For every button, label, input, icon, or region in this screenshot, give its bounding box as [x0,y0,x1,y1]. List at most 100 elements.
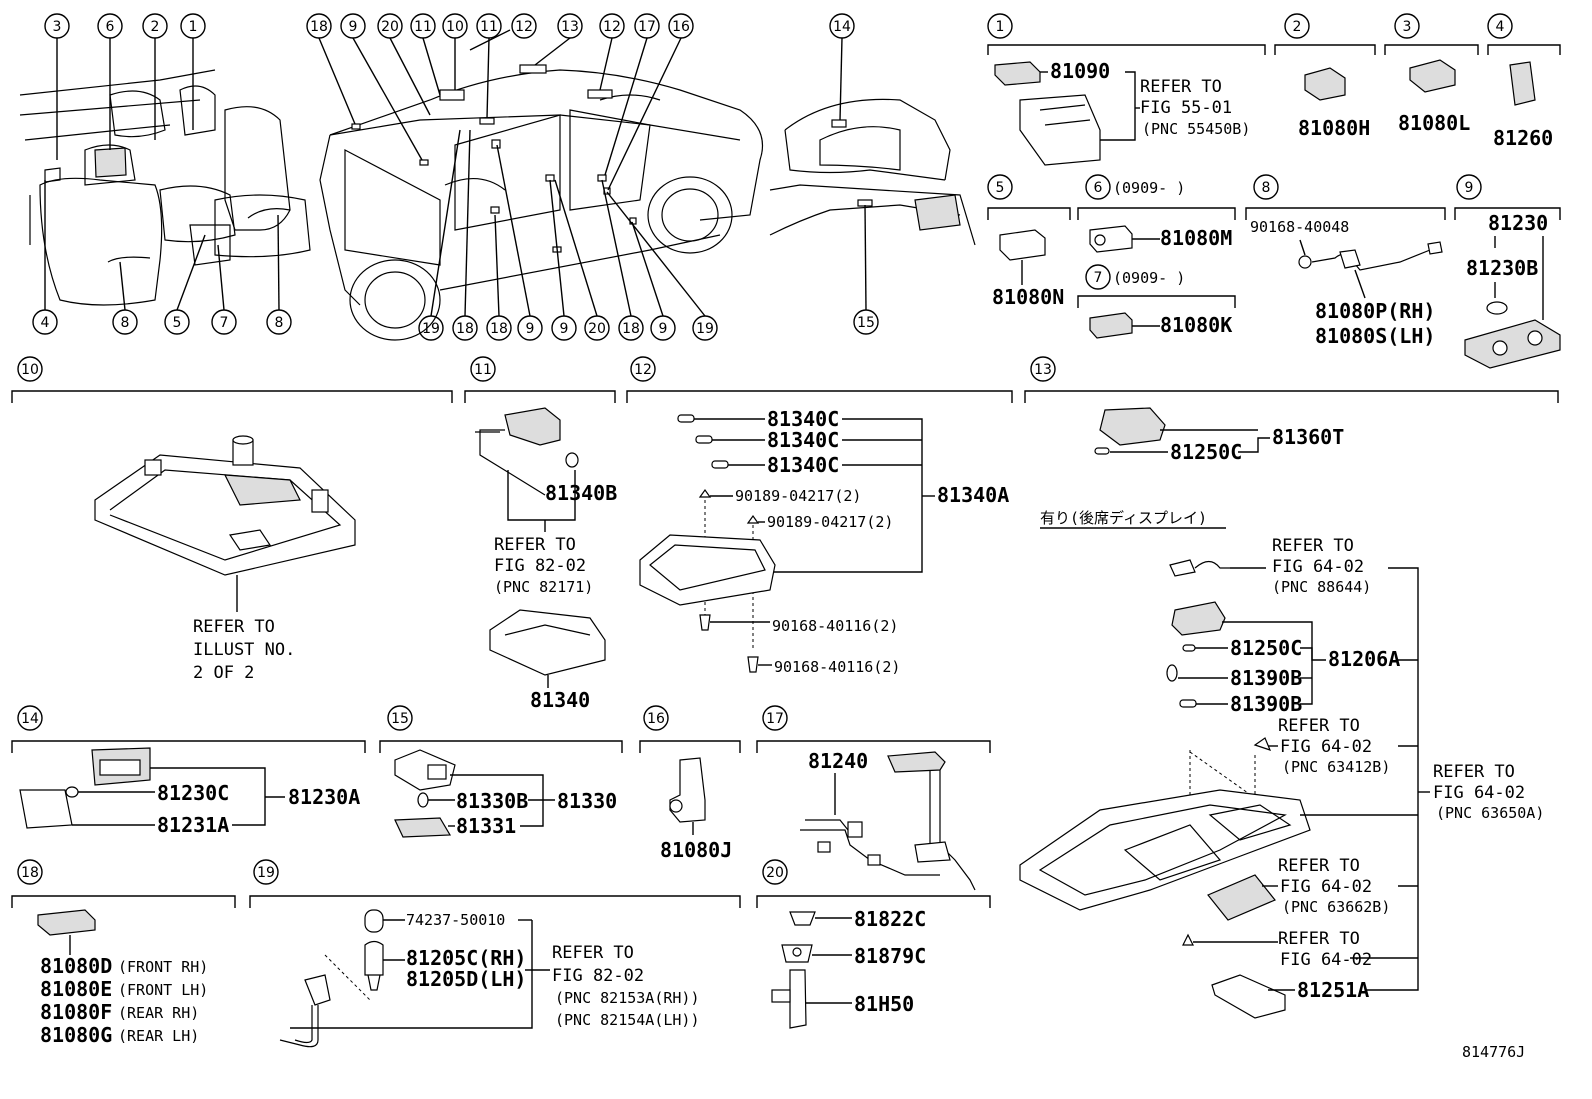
svg-text:(PNC 82154A(LH)): (PNC 82154A(LH)) [555,1011,700,1029]
callout-16: 16 [607,13,694,191]
svg-text:13: 13 [1034,362,1052,378]
callout-b9a: 9 [496,144,543,341]
callout-b19a: 19 [418,129,461,341]
svg-text:6: 6 [1094,180,1103,196]
svg-text:90189-04217(2): 90189-04217(2) [767,513,893,531]
svg-text:9: 9 [1465,180,1474,196]
svg-text:20: 20 [766,865,784,881]
svg-text:81340C: 81340C [767,453,839,477]
svg-text:81330B: 81330B [456,789,528,813]
svg-text:81340B: 81340B [545,481,617,505]
section-13: 13 81250C 81360T 有り(後席ディスプレイ) REFER TO F… [1019,356,1559,1019]
svg-text:18: 18 [622,321,640,337]
svg-text:90168-40116(2): 90168-40116(2) [772,617,898,635]
svg-text:81240: 81240 [808,749,868,773]
svg-text:7: 7 [1094,270,1103,286]
svg-text:81205C(RH): 81205C(RH) [406,946,526,970]
svg-text:REFER TO: REFER TO [1278,856,1360,876]
svg-text:(REAR RH): (REAR RH) [118,1004,199,1022]
svg-text:18: 18 [490,321,508,337]
svg-text:81080E: 81080E [40,977,112,1001]
section-4: 4 81260 [1487,13,1561,150]
svg-text:81230B: 81230B [1466,256,1538,280]
callout-b4: 4 [32,180,58,335]
svg-text:REFER TO: REFER TO [1278,716,1360,736]
svg-text:15: 15 [391,711,409,727]
svg-text:81340C: 81340C [767,407,839,431]
svg-text:(PNC 88644): (PNC 88644) [1272,578,1371,596]
section-6: 6 (0909- ) 81080M [1077,174,1236,253]
svg-text:19: 19 [422,321,440,337]
svg-text:7: 7 [220,315,229,331]
svg-text:17: 17 [638,19,656,35]
svg-text:10: 10 [446,19,464,35]
callout-9: 9 [340,13,423,161]
svg-text:81080L: 81080L [1398,111,1470,135]
section-1: 1 81090 REFER TO FIG 55-01 (PNC 55450B) [987,13,1266,166]
svg-text:81230A: 81230A [288,785,360,809]
callout-11b: 11 [476,13,502,119]
svg-text:81340: 81340 [530,688,590,712]
svg-text:15: 15 [857,315,875,331]
svg-text:9: 9 [526,321,535,337]
svg-text:18: 18 [456,321,474,337]
svg-text:11: 11 [414,19,432,35]
svg-text:81080J: 81080J [660,838,732,862]
svg-text:81879C: 81879C [854,944,926,968]
section-7: 7 (0909- ) 81080K [1077,264,1236,339]
svg-text:FIG 82-02: FIG 82-02 [494,556,586,576]
callout-10: 10 [442,13,468,90]
svg-text:17: 17 [766,711,784,727]
svg-text:2: 2 [151,19,160,35]
callout-3: 3 [44,13,70,160]
svg-text:81250C: 81250C [1170,440,1242,464]
callout-b18a: 18 [452,129,478,341]
svg-text:5: 5 [173,315,182,331]
callout-b9c: 9 [631,221,676,341]
svg-text:4: 4 [1496,19,1505,35]
svg-text:(PNC 55450B): (PNC 55450B) [1142,120,1250,138]
svg-text:81080G: 81080G [40,1023,112,1047]
svg-text:81390B: 81390B [1230,692,1302,716]
callout-b19b: 19 [606,191,718,341]
svg-text:18: 18 [21,865,39,881]
svg-text:FIG 64-02: FIG 64-02 [1433,783,1525,803]
callout-b20: 20 [554,179,610,341]
top-callouts: 3 6 2 1 18 9 20 11 10 11 12 13 12 17 16 … [44,13,855,191]
svg-text:10: 10 [21,362,39,378]
callout-17: 17 [604,13,660,176]
callout-b8b: 8 [266,214,292,335]
svg-text:FIG 64-02: FIG 64-02 [1280,950,1372,970]
svg-text:81340C: 81340C [767,428,839,452]
section-16: 16 81080J [639,705,741,862]
svg-text:8: 8 [121,315,130,331]
section-20: 20 81822C 81879C 81H50 [756,859,991,1029]
callout-b18b: 18 [486,214,512,341]
svg-text:13: 13 [561,19,579,35]
svg-text:81250C: 81250C [1230,636,1302,660]
svg-text:(PNC 82171): (PNC 82171) [494,578,593,596]
section-18: 18 81080D (FRONT RH) 81080E (FRONT LH) 8… [11,859,236,1047]
svg-text:(PNC 63412B): (PNC 63412B) [1282,758,1390,776]
svg-text:81390B: 81390B [1230,666,1302,690]
rear-display-note: 有り(後席ディスプレイ) [1040,509,1207,527]
svg-text:12: 12 [634,362,652,378]
section-10: 10 REFER TO ILLUST NO. 2 OF 2 [11,356,453,683]
section-17: 17 81240 [756,705,991,891]
svg-text:81080M: 81080M [1160,226,1232,250]
svg-text:81330: 81330 [557,789,617,813]
svg-text:REFER TO: REFER TO [494,535,576,555]
callout-b15: 15 [853,204,879,335]
svg-text:81080H: 81080H [1298,116,1370,140]
callout-12a: 12 [469,13,537,51]
svg-text:6: 6 [106,19,115,35]
svg-text:18: 18 [310,19,328,35]
svg-text:81080F: 81080F [40,1000,112,1024]
svg-text:(FRONT RH): (FRONT RH) [118,958,208,976]
svg-text:1: 1 [189,19,198,35]
svg-text:81080K: 81080K [1160,313,1232,337]
trunk-illustration [769,98,976,246]
svg-text:12: 12 [603,19,621,35]
callout-18: 18 [306,13,356,125]
